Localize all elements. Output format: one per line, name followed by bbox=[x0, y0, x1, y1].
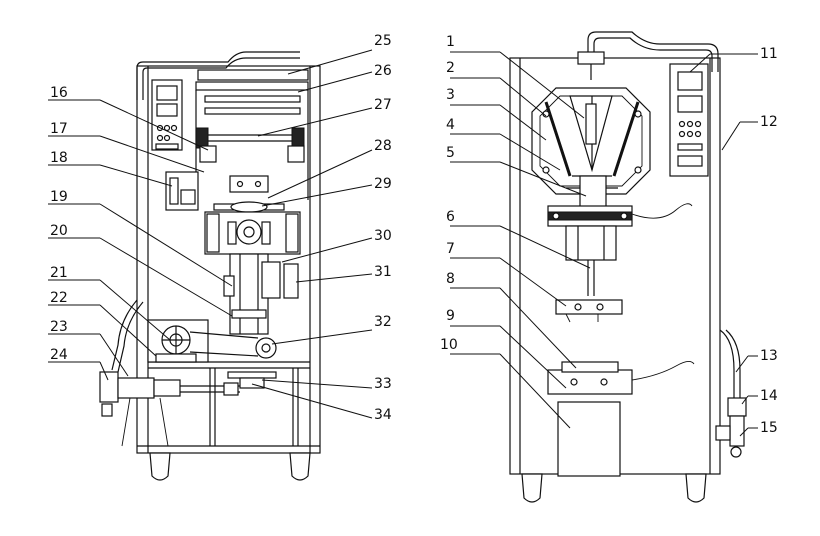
label-19: 19 bbox=[50, 189, 68, 205]
label-29: 29 bbox=[374, 176, 392, 192]
label-25: 25 bbox=[374, 33, 392, 49]
label-11: 11 bbox=[760, 46, 778, 62]
label-22: 22 bbox=[50, 290, 68, 306]
leg-right-r bbox=[685, 473, 707, 503]
label-9: 9 bbox=[446, 308, 455, 324]
label-17: 17 bbox=[50, 121, 68, 137]
heat-roller-right bbox=[291, 127, 305, 149]
label-13: 13 bbox=[760, 348, 778, 364]
label-32: 32 bbox=[374, 314, 392, 330]
top-clamp bbox=[577, 51, 605, 65]
label-28: 28 bbox=[374, 138, 392, 154]
label-7: 7 bbox=[446, 241, 455, 257]
label-15: 15 bbox=[760, 420, 778, 436]
label-12: 12 bbox=[760, 114, 778, 130]
label-33: 33 bbox=[374, 376, 392, 392]
inlet-valve bbox=[99, 371, 119, 403]
outlet-valve bbox=[727, 397, 747, 417]
label-1: 1 bbox=[446, 34, 455, 50]
label-23: 23 bbox=[50, 319, 68, 335]
guide-plate bbox=[555, 299, 623, 315]
right-labels: 1 2 3 4 5 6 7 8 9 10 11 12 13 14 15 bbox=[440, 34, 778, 436]
label-16: 16 bbox=[50, 85, 68, 101]
top-bar bbox=[197, 69, 309, 81]
label-18: 18 bbox=[50, 150, 68, 166]
label-31: 31 bbox=[374, 264, 392, 280]
output-bag bbox=[557, 401, 621, 477]
label-6: 6 bbox=[446, 209, 455, 225]
label-27: 27 bbox=[374, 97, 392, 113]
label-8: 8 bbox=[446, 271, 455, 287]
label-10: 10 bbox=[440, 337, 458, 353]
label-24: 24 bbox=[50, 347, 68, 363]
leg-left bbox=[149, 452, 171, 481]
label-26: 26 bbox=[374, 63, 392, 79]
label-30: 30 bbox=[374, 228, 392, 244]
leg-left-r bbox=[521, 473, 543, 503]
left-leaders bbox=[48, 49, 373, 419]
label-4: 4 bbox=[446, 117, 455, 133]
right-leaders bbox=[450, 51, 758, 437]
right-machine bbox=[509, 31, 747, 503]
label-21: 21 bbox=[50, 265, 68, 281]
left-labels: 25 26 27 28 29 30 31 32 33 34 16 17 18 1… bbox=[50, 33, 392, 423]
label-34: 34 bbox=[374, 407, 392, 423]
label-14: 14 bbox=[760, 388, 778, 404]
horizontal-sealer bbox=[547, 369, 633, 395]
label-5: 5 bbox=[446, 145, 455, 161]
lower-plate bbox=[227, 371, 277, 379]
leg-right bbox=[289, 452, 311, 481]
label-20: 20 bbox=[50, 223, 68, 239]
left-machine bbox=[99, 51, 321, 481]
label-2: 2 bbox=[446, 60, 455, 76]
label-3: 3 bbox=[446, 87, 455, 103]
top-block bbox=[229, 175, 269, 193]
